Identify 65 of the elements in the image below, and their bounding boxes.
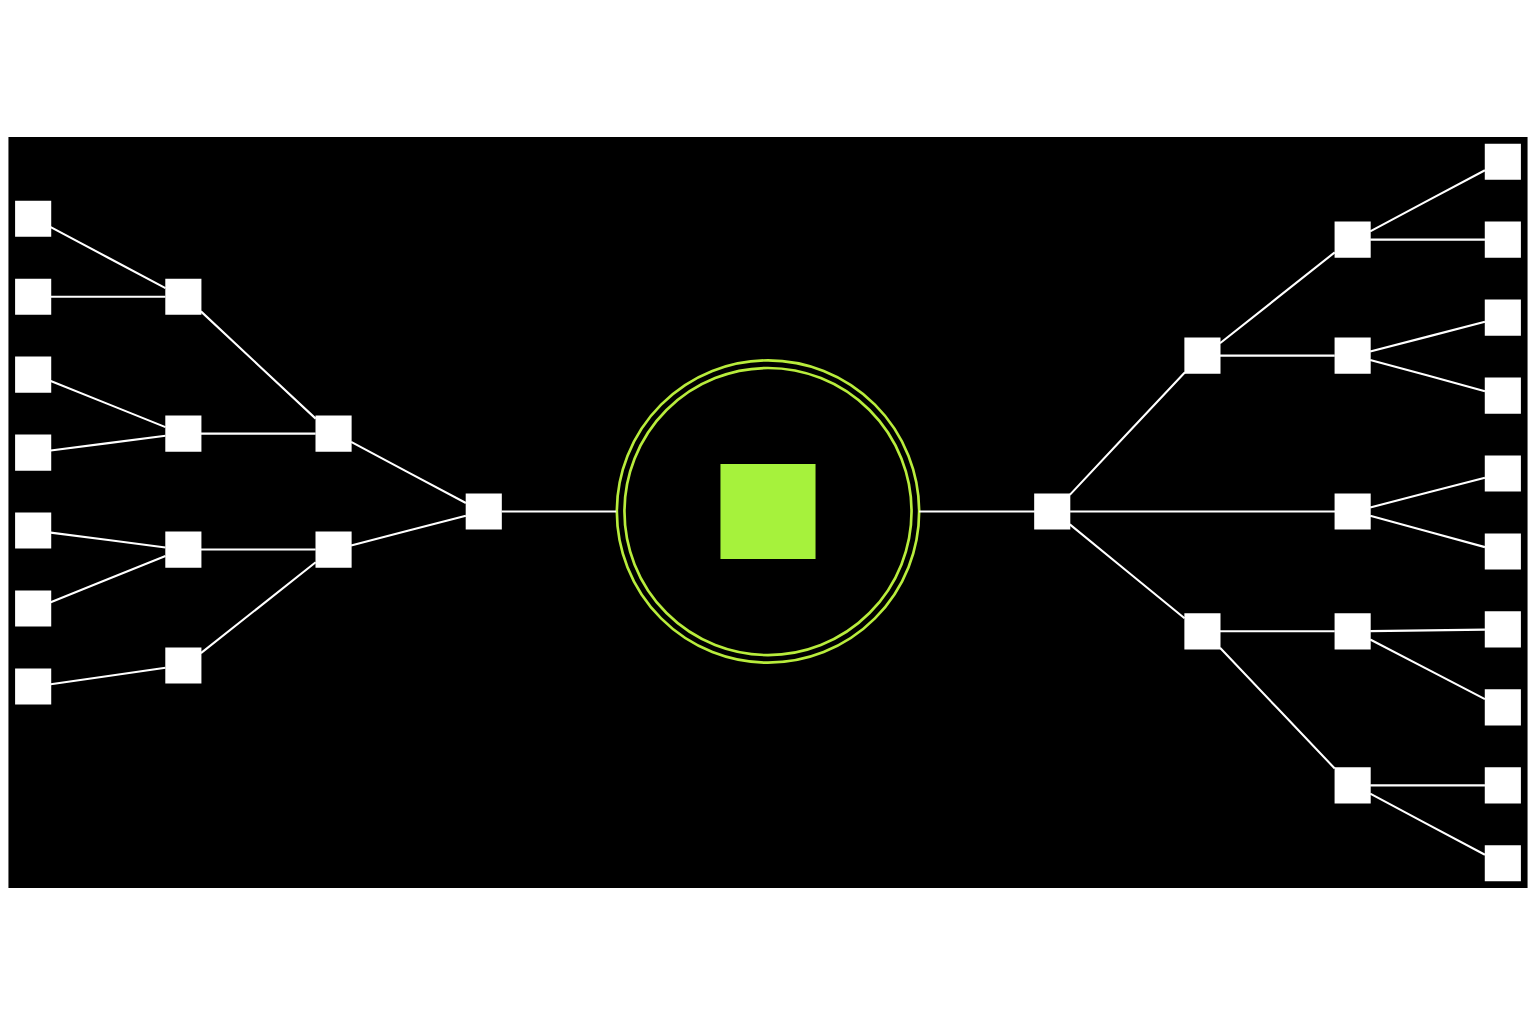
connector — [1219, 646, 1336, 769]
connector — [50, 554, 166, 603]
connector — [1370, 628, 1485, 632]
connector — [200, 432, 316, 435]
connector — [350, 440, 467, 504]
node-box — [1484, 221, 1521, 258]
node-box — [1484, 454, 1521, 492]
connector — [1220, 354, 1335, 357]
node-box — [1484, 844, 1521, 881]
node-box — [1334, 221, 1371, 258]
connector — [1219, 251, 1336, 344]
connector — [200, 548, 316, 551]
node-box — [165, 278, 202, 315]
connector — [1369, 638, 1486, 700]
node-box — [165, 647, 202, 684]
node-box — [15, 512, 52, 549]
node-box — [1184, 337, 1221, 374]
node-box — [1034, 493, 1071, 530]
node-box — [1184, 612, 1221, 649]
connector — [1370, 238, 1485, 241]
connector — [1069, 371, 1186, 496]
connector — [1369, 168, 1486, 232]
connector — [350, 514, 467, 547]
node-box — [15, 589, 52, 627]
node-box — [15, 278, 52, 315]
connector — [1369, 320, 1486, 353]
node-box — [15, 667, 52, 705]
node-box — [1484, 299, 1521, 336]
node-box — [165, 531, 202, 568]
connector — [50, 434, 166, 452]
connector — [50, 379, 166, 428]
node-box — [1334, 493, 1371, 530]
node-box — [1484, 377, 1521, 414]
connector — [50, 531, 166, 549]
connector — [50, 225, 166, 289]
node-box — [1484, 766, 1521, 803]
node-box — [1334, 612, 1371, 649]
connector — [1369, 792, 1486, 856]
connector — [1069, 523, 1186, 619]
connector — [1370, 783, 1485, 786]
node-box — [1334, 766, 1371, 803]
connector — [1220, 629, 1335, 632]
connector — [200, 560, 317, 654]
node-box — [1484, 143, 1521, 180]
node-box — [15, 434, 52, 471]
node-box — [1484, 532, 1521, 570]
connector — [919, 510, 1035, 513]
node-box — [165, 415, 202, 452]
node-box — [315, 415, 352, 452]
connector — [1369, 358, 1486, 392]
connector — [200, 310, 317, 419]
connector — [1369, 476, 1486, 508]
node-box — [1334, 337, 1371, 374]
node-box — [15, 200, 52, 237]
connector — [50, 295, 166, 298]
node-box — [15, 356, 52, 393]
node-box — [465, 493, 502, 530]
node-box — [1484, 610, 1521, 647]
connector — [1369, 514, 1486, 548]
node-box — [1484, 688, 1521, 725]
connector — [50, 666, 166, 685]
node-box — [315, 531, 352, 568]
connector — [1070, 510, 1336, 513]
node-target — [615, 358, 921, 664]
connector — [501, 510, 617, 513]
